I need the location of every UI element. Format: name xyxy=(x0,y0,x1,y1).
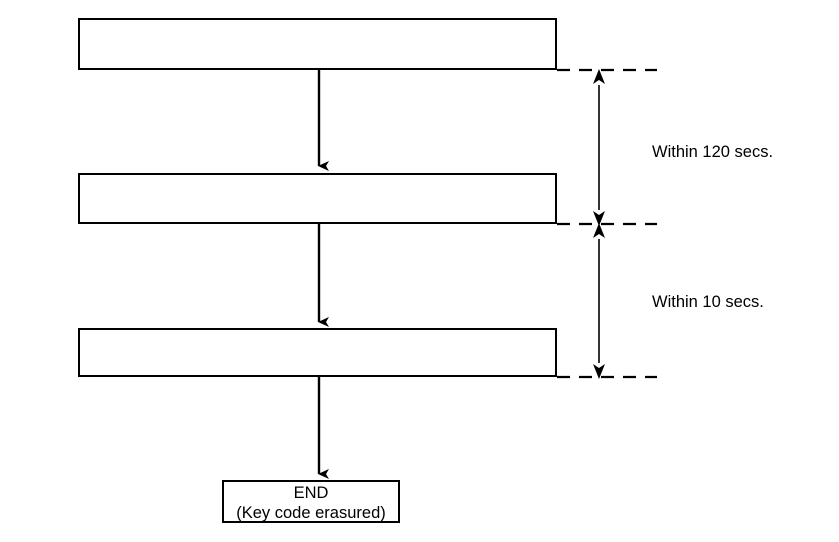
process-box-step-1 xyxy=(78,18,557,70)
terminator-label-end: END xyxy=(293,484,329,502)
terminator-box-end: END (Key code erasured) xyxy=(222,480,400,523)
terminator-label-detail: (Key code erasured) xyxy=(236,504,386,522)
process-box-step-3 xyxy=(78,328,557,377)
timing-annotation-10-secs: Within 10 secs. xyxy=(652,293,764,311)
process-box-step-2 xyxy=(78,173,557,224)
timing-annotation-120-secs: Within 120 secs. xyxy=(652,143,774,161)
